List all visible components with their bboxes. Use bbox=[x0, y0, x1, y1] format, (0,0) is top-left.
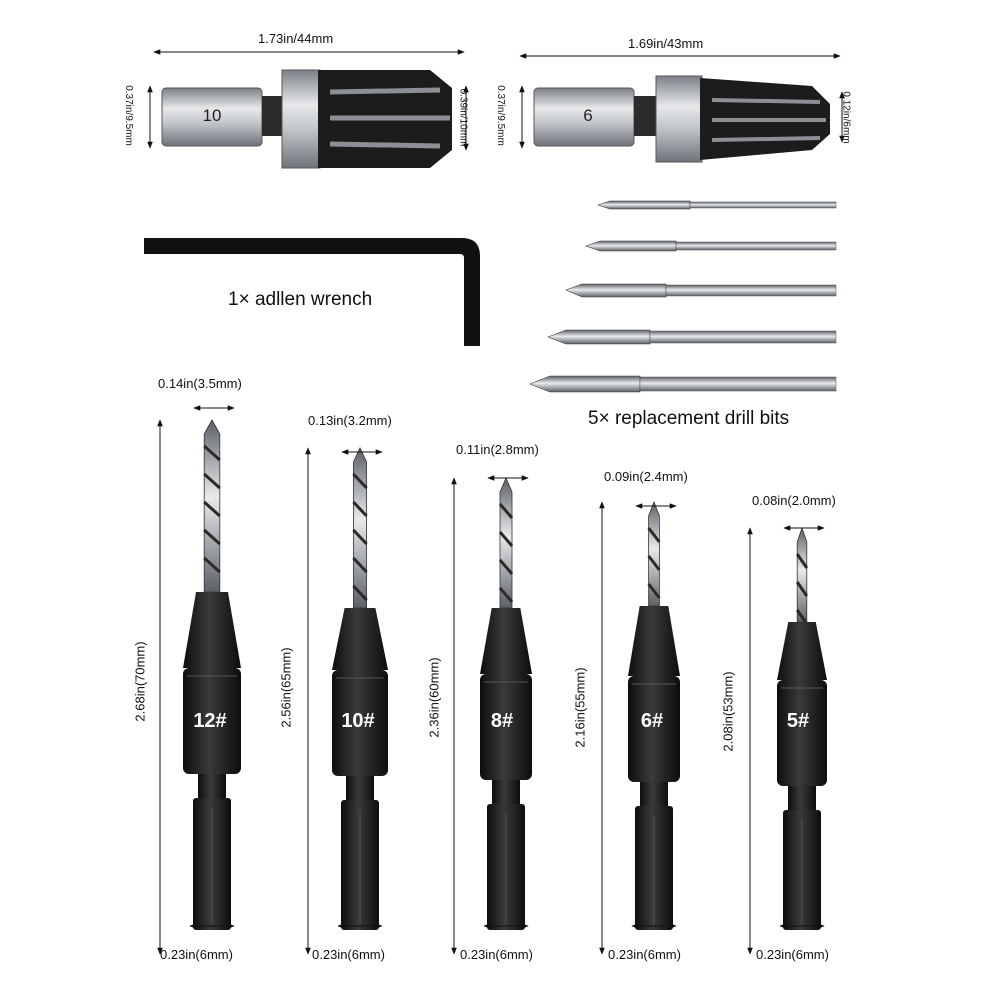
countersink-cone bbox=[332, 608, 388, 670]
flute-line bbox=[352, 584, 368, 602]
shank-neck bbox=[492, 780, 520, 804]
bit-size-number: 10# bbox=[341, 710, 375, 732]
collar bbox=[332, 670, 388, 776]
cutter-shank-dia-label: 0.37in/9.5mm bbox=[494, 85, 506, 146]
cutter-cut-dia-label: 0.39in/10mm bbox=[457, 88, 469, 147]
countersink-bit bbox=[599, 500, 680, 955]
tip-diameter-label: 0.08in(2.0mm) bbox=[752, 493, 836, 508]
shank-size-label: 0.23in(6mm) bbox=[160, 947, 233, 962]
flute-line bbox=[352, 528, 368, 546]
shank-size-label: 0.23in(6mm) bbox=[756, 947, 829, 962]
collar bbox=[183, 668, 241, 774]
drill-bit bbox=[585, 240, 837, 252]
shank-size-label: 0.23in(6mm) bbox=[312, 947, 385, 962]
cutter-body bbox=[655, 75, 703, 163]
flute-line bbox=[203, 444, 221, 462]
cutter-shank-dia-label: 0.37in/9.5mm bbox=[122, 85, 134, 146]
cutter-length-label: 1.73in/44mm bbox=[258, 31, 334, 46]
shank-neck bbox=[788, 786, 816, 810]
drill-bit bbox=[529, 375, 837, 393]
flute-line bbox=[795, 553, 809, 569]
plug-cutter-10 bbox=[147, 49, 469, 169]
countersink-bit bbox=[305, 447, 388, 955]
bit-size-number: 12# bbox=[193, 710, 227, 732]
drill-bits bbox=[529, 200, 837, 393]
tip-diameter-label: 0.09in(2.4mm) bbox=[604, 469, 688, 484]
allen-wrench bbox=[144, 238, 480, 346]
drill-bit bbox=[565, 283, 837, 298]
drill-bits-caption: 5× replacement drill bits bbox=[588, 408, 790, 429]
flute-line bbox=[352, 556, 368, 574]
overall-length-label: 2.36in(60mm) bbox=[426, 657, 442, 738]
flute-line bbox=[203, 556, 221, 574]
plug-cutter-6 bbox=[519, 53, 845, 163]
shank-size-label: 0.23in(6mm) bbox=[608, 947, 681, 962]
countersink-cone bbox=[183, 592, 241, 668]
shank-neck bbox=[346, 776, 374, 800]
bit-size-number: 6# bbox=[640, 710, 664, 732]
flute-line bbox=[203, 528, 221, 546]
shank-size-label: 0.23in(6mm) bbox=[460, 947, 533, 962]
shank-neck bbox=[640, 782, 668, 806]
flute-line bbox=[647, 527, 661, 543]
overall-length-label: 2.68in(70mm) bbox=[132, 641, 148, 722]
tip-diameter-label: 0.11in(2.8mm) bbox=[456, 442, 539, 457]
collar bbox=[628, 676, 680, 782]
countersink-cone bbox=[480, 608, 532, 674]
countersink-bit bbox=[157, 405, 241, 955]
countersink-cone bbox=[777, 622, 827, 680]
cutter-shank-number: 6 bbox=[583, 106, 593, 125]
overall-length-label: 2.16in(55mm) bbox=[572, 667, 588, 748]
flute-line bbox=[795, 581, 809, 597]
bit-size-number: 8# bbox=[490, 710, 514, 732]
collar bbox=[480, 674, 532, 780]
flute-line bbox=[498, 531, 514, 547]
drill-tip bbox=[353, 447, 367, 609]
collar bbox=[777, 680, 827, 786]
allen-wrench-caption: 1× adllen wrench bbox=[228, 289, 373, 310]
flute-line bbox=[498, 587, 514, 603]
countersink-bit bbox=[451, 475, 532, 955]
flute-line bbox=[498, 503, 514, 519]
overall-length-label: 2.08in(53mm) bbox=[720, 671, 736, 752]
flute-line bbox=[498, 559, 514, 575]
drill-tip bbox=[796, 526, 808, 623]
cutter-cut-dia-label: 0.12in/6mm bbox=[840, 91, 852, 144]
countersink-cone bbox=[628, 606, 680, 676]
overall-length-label: 2.56in(65mm) bbox=[278, 647, 294, 728]
flute-line bbox=[352, 472, 368, 490]
flute-line bbox=[352, 500, 368, 518]
flute-line bbox=[647, 583, 661, 599]
shank-neck bbox=[198, 774, 226, 798]
countersink-bit bbox=[747, 525, 827, 955]
flute-line bbox=[203, 472, 221, 490]
flute-line bbox=[203, 500, 221, 518]
drill-bit bbox=[547, 329, 837, 345]
cutter-body bbox=[281, 69, 321, 169]
drill-tip bbox=[203, 419, 221, 593]
flute-line bbox=[795, 609, 809, 625]
flute-line bbox=[647, 555, 661, 571]
cutter-length-label: 1.69in/43mm bbox=[628, 36, 704, 51]
tip-diameter-label: 0.14in(3.5mm) bbox=[158, 376, 242, 391]
cutter-shank-number: 10 bbox=[202, 106, 222, 125]
drill-bit bbox=[597, 200, 837, 210]
bit-size-number: 5# bbox=[786, 710, 810, 732]
countersink-bits bbox=[157, 405, 827, 955]
tip-diameter-label: 0.13in(3.2mm) bbox=[308, 413, 392, 428]
